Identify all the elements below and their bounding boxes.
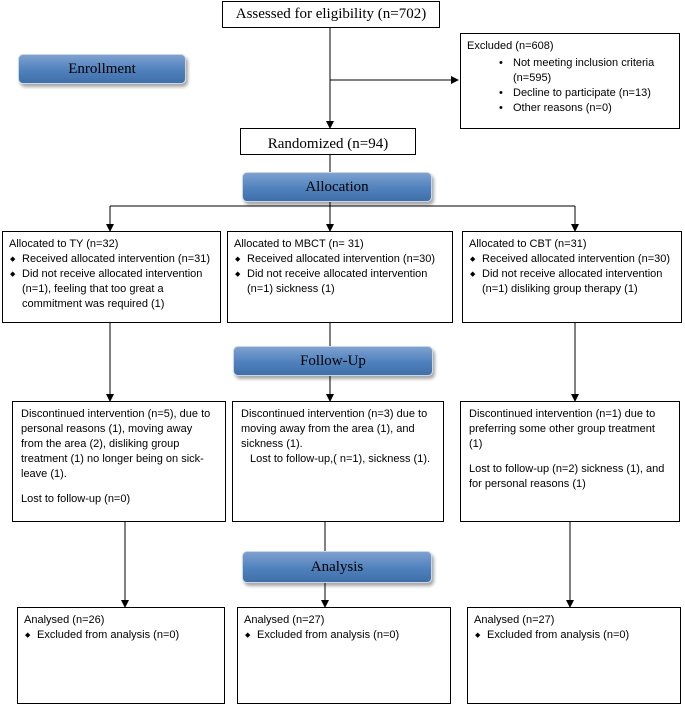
allocation-list: Received allocated intervention (n=31) D… [9,252,214,312]
randomized-text: Randomized (n=94) [267,136,389,152]
analysis-list: Excluded from analysis (n=0) [474,628,674,643]
analysis-excluded: Excluded from analysis (n=0) [474,628,674,643]
followup-box-cbt: Discontinued intervention (n=1) due to p… [460,401,680,522]
excluded-list: Not meeting inclusion criteria (n=595) D… [467,56,673,116]
allocation-item: Received allocated intervention (n=31) [9,252,214,267]
excluded-title: Excluded (n=608) [467,40,554,52]
allocation-box-ty: Allocated to TY (n=32) Received allocate… [2,231,221,323]
analysis-excluded: Excluded from analysis (n=0) [244,628,444,643]
assessed-box: Assessed for eligibility (n=702) [222,1,440,28]
allocation-title: Allocated to MBCT (n= 31) [234,238,364,250]
allocation-box-cbt: Allocated to CBT (n=31) Received allocat… [462,231,682,323]
stage-followup-label: Follow-Up [300,352,366,369]
followup-lost: Lost to follow-up (n=0) [21,493,131,505]
excluded-item: Other reasons (n=0) [493,101,673,116]
stage-allocation: Allocation [242,172,432,202]
stage-enrollment-label: Enrollment [68,60,136,77]
allocation-item: Received allocated intervention (n=30) [469,252,675,267]
analysis-box-mbct: Analysed (n=27) Excluded from analysis (… [237,607,451,704]
analysis-list: Excluded from analysis (n=0) [24,628,218,643]
followup-lost: Lost to follow-up (n=2) sickness (1), an… [469,463,665,490]
analysis-title: Analysed (n=26) [24,614,105,626]
followup-discontinued: Discontinued intervention (n=3) due to m… [241,408,428,450]
analysis-box-ty: Analysed (n=26) Excluded from analysis (… [17,607,225,704]
allocation-list: Received allocated intervention (n=30) D… [234,252,446,297]
followup-discontinued: Discontinued intervention (n=1) due to p… [469,408,656,450]
analysis-excluded: Excluded from analysis (n=0) [24,628,218,643]
assessed-text: Assessed for eligibility (n=702) [235,6,427,22]
followup-box-ty: Discontinued intervention (n=5), due to … [12,401,226,522]
allocation-item: Did not receive allocated intervention (… [469,267,675,297]
followup-discontinued: Discontinued intervention (n=5), due to … [21,408,211,480]
allocation-item: Did not receive allocated intervention (… [234,267,446,297]
allocation-title: Allocated to TY (n=32) [9,238,119,250]
followup-lost: Lost to follow-up,( n=1), sickness (1). [250,453,431,465]
excluded-item: Decline to participate (n=13) [493,86,673,101]
allocation-item: Received allocated intervention (n=30) [234,252,446,267]
followup-box-mbct: Discontinued intervention (n=3) due to m… [232,401,444,522]
stage-enrollment: Enrollment [18,54,186,84]
allocation-title: Allocated to CBT (n=31) [469,238,587,250]
analysis-title: Analysed (n=27) [474,614,555,626]
analysis-list: Excluded from analysis (n=0) [244,628,444,643]
stage-followup: Follow-Up [233,346,433,376]
stage-analysis: Analysis [242,551,432,583]
excluded-item: Not meeting inclusion criteria (n=595) [493,56,673,86]
excluded-box: Excluded (n=608) Not meeting inclusion c… [460,33,680,129]
stage-allocation-label: Allocation [305,178,369,195]
allocation-box-mbct: Allocated to MBCT (n= 31) Received alloc… [227,231,453,323]
allocation-list: Received allocated intervention (n=30) D… [469,252,675,297]
analysis-title: Analysed (n=27) [244,614,325,626]
randomized-box: Randomized (n=94) [240,128,416,155]
stage-analysis-label: Analysis [310,558,364,575]
allocation-item: Did not receive allocated intervention (… [9,267,214,312]
analysis-box-cbt: Analysed (n=27) Excluded from analysis (… [467,607,681,704]
